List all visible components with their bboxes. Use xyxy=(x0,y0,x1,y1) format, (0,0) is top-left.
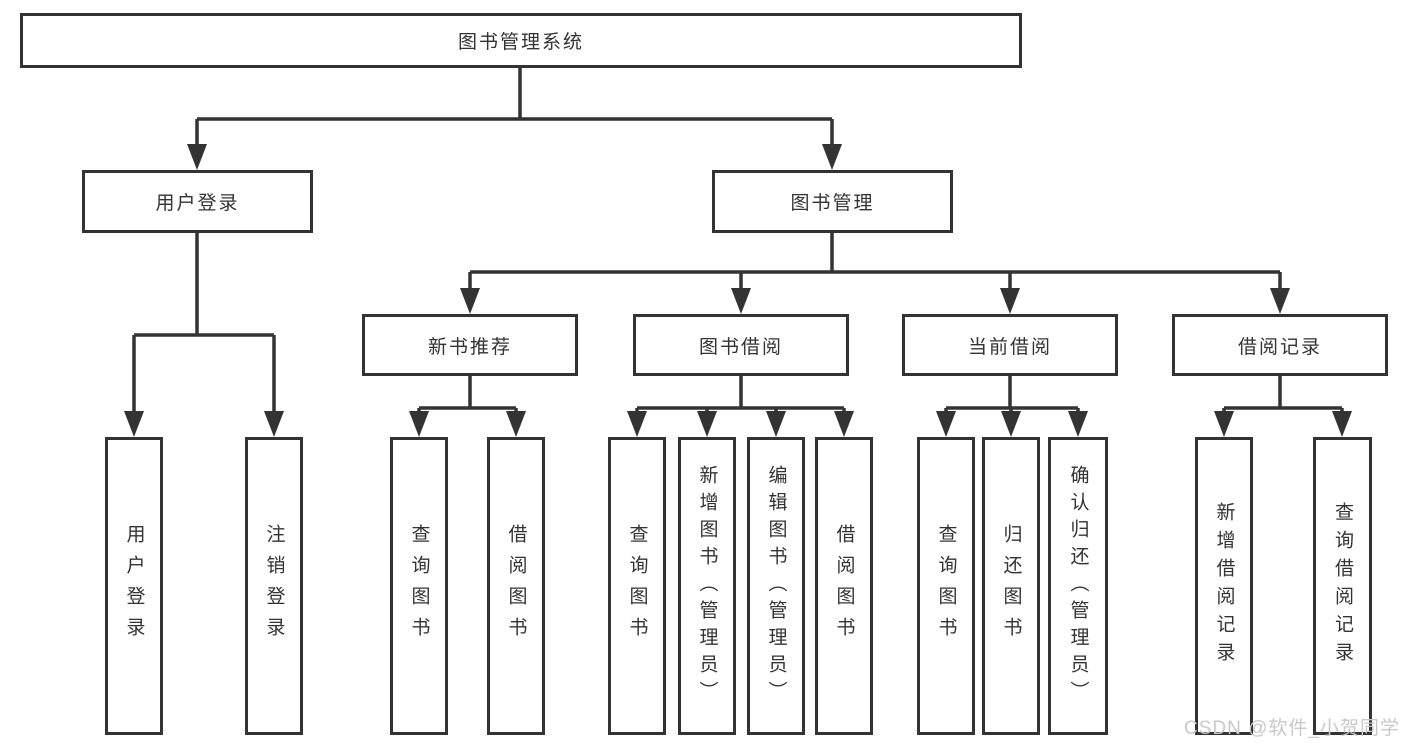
node-book-management: 图书管理 xyxy=(712,170,953,233)
leaf-query-books-current: 查询图书 xyxy=(917,437,975,735)
node-borrow-records: 借阅记录 xyxy=(1172,314,1388,376)
leaf-query-books-newbook: 查询图书 xyxy=(390,437,448,735)
node-new-book-recommend: 新书推荐 xyxy=(362,314,578,376)
leaf-borrow-books-newbook: 借阅图书 xyxy=(487,437,545,735)
leaf-query-borrow-record: 查询借阅记录 xyxy=(1313,437,1372,735)
leaf-add-book-admin: 新增图书（管理员） xyxy=(678,437,736,735)
leaf-confirm-return-admin: 确认归还（管理员） xyxy=(1048,437,1108,735)
arrowheads xyxy=(124,144,1352,437)
leaf-logout: 注销登录 xyxy=(245,437,303,735)
node-current-borrow: 当前借阅 xyxy=(902,314,1118,376)
leaf-user-login: 用户登录 xyxy=(105,437,163,735)
leaf-query-books-borrow: 查询图书 xyxy=(608,437,666,735)
node-user-login: 用户登录 xyxy=(82,170,313,233)
leaf-borrow-books-borrow: 借阅图书 xyxy=(815,437,873,735)
leaf-return-book: 归还图书 xyxy=(982,437,1040,735)
node-root-system: 图书管理系统 xyxy=(20,13,1022,68)
leaf-add-borrow-record: 新增借阅记录 xyxy=(1195,437,1253,735)
node-book-borrow: 图书借阅 xyxy=(633,314,849,376)
leaf-edit-book-admin: 编辑图书（管理员） xyxy=(747,437,805,735)
csdn-watermark: CSDN @软件_小贺同学 xyxy=(1184,718,1400,739)
